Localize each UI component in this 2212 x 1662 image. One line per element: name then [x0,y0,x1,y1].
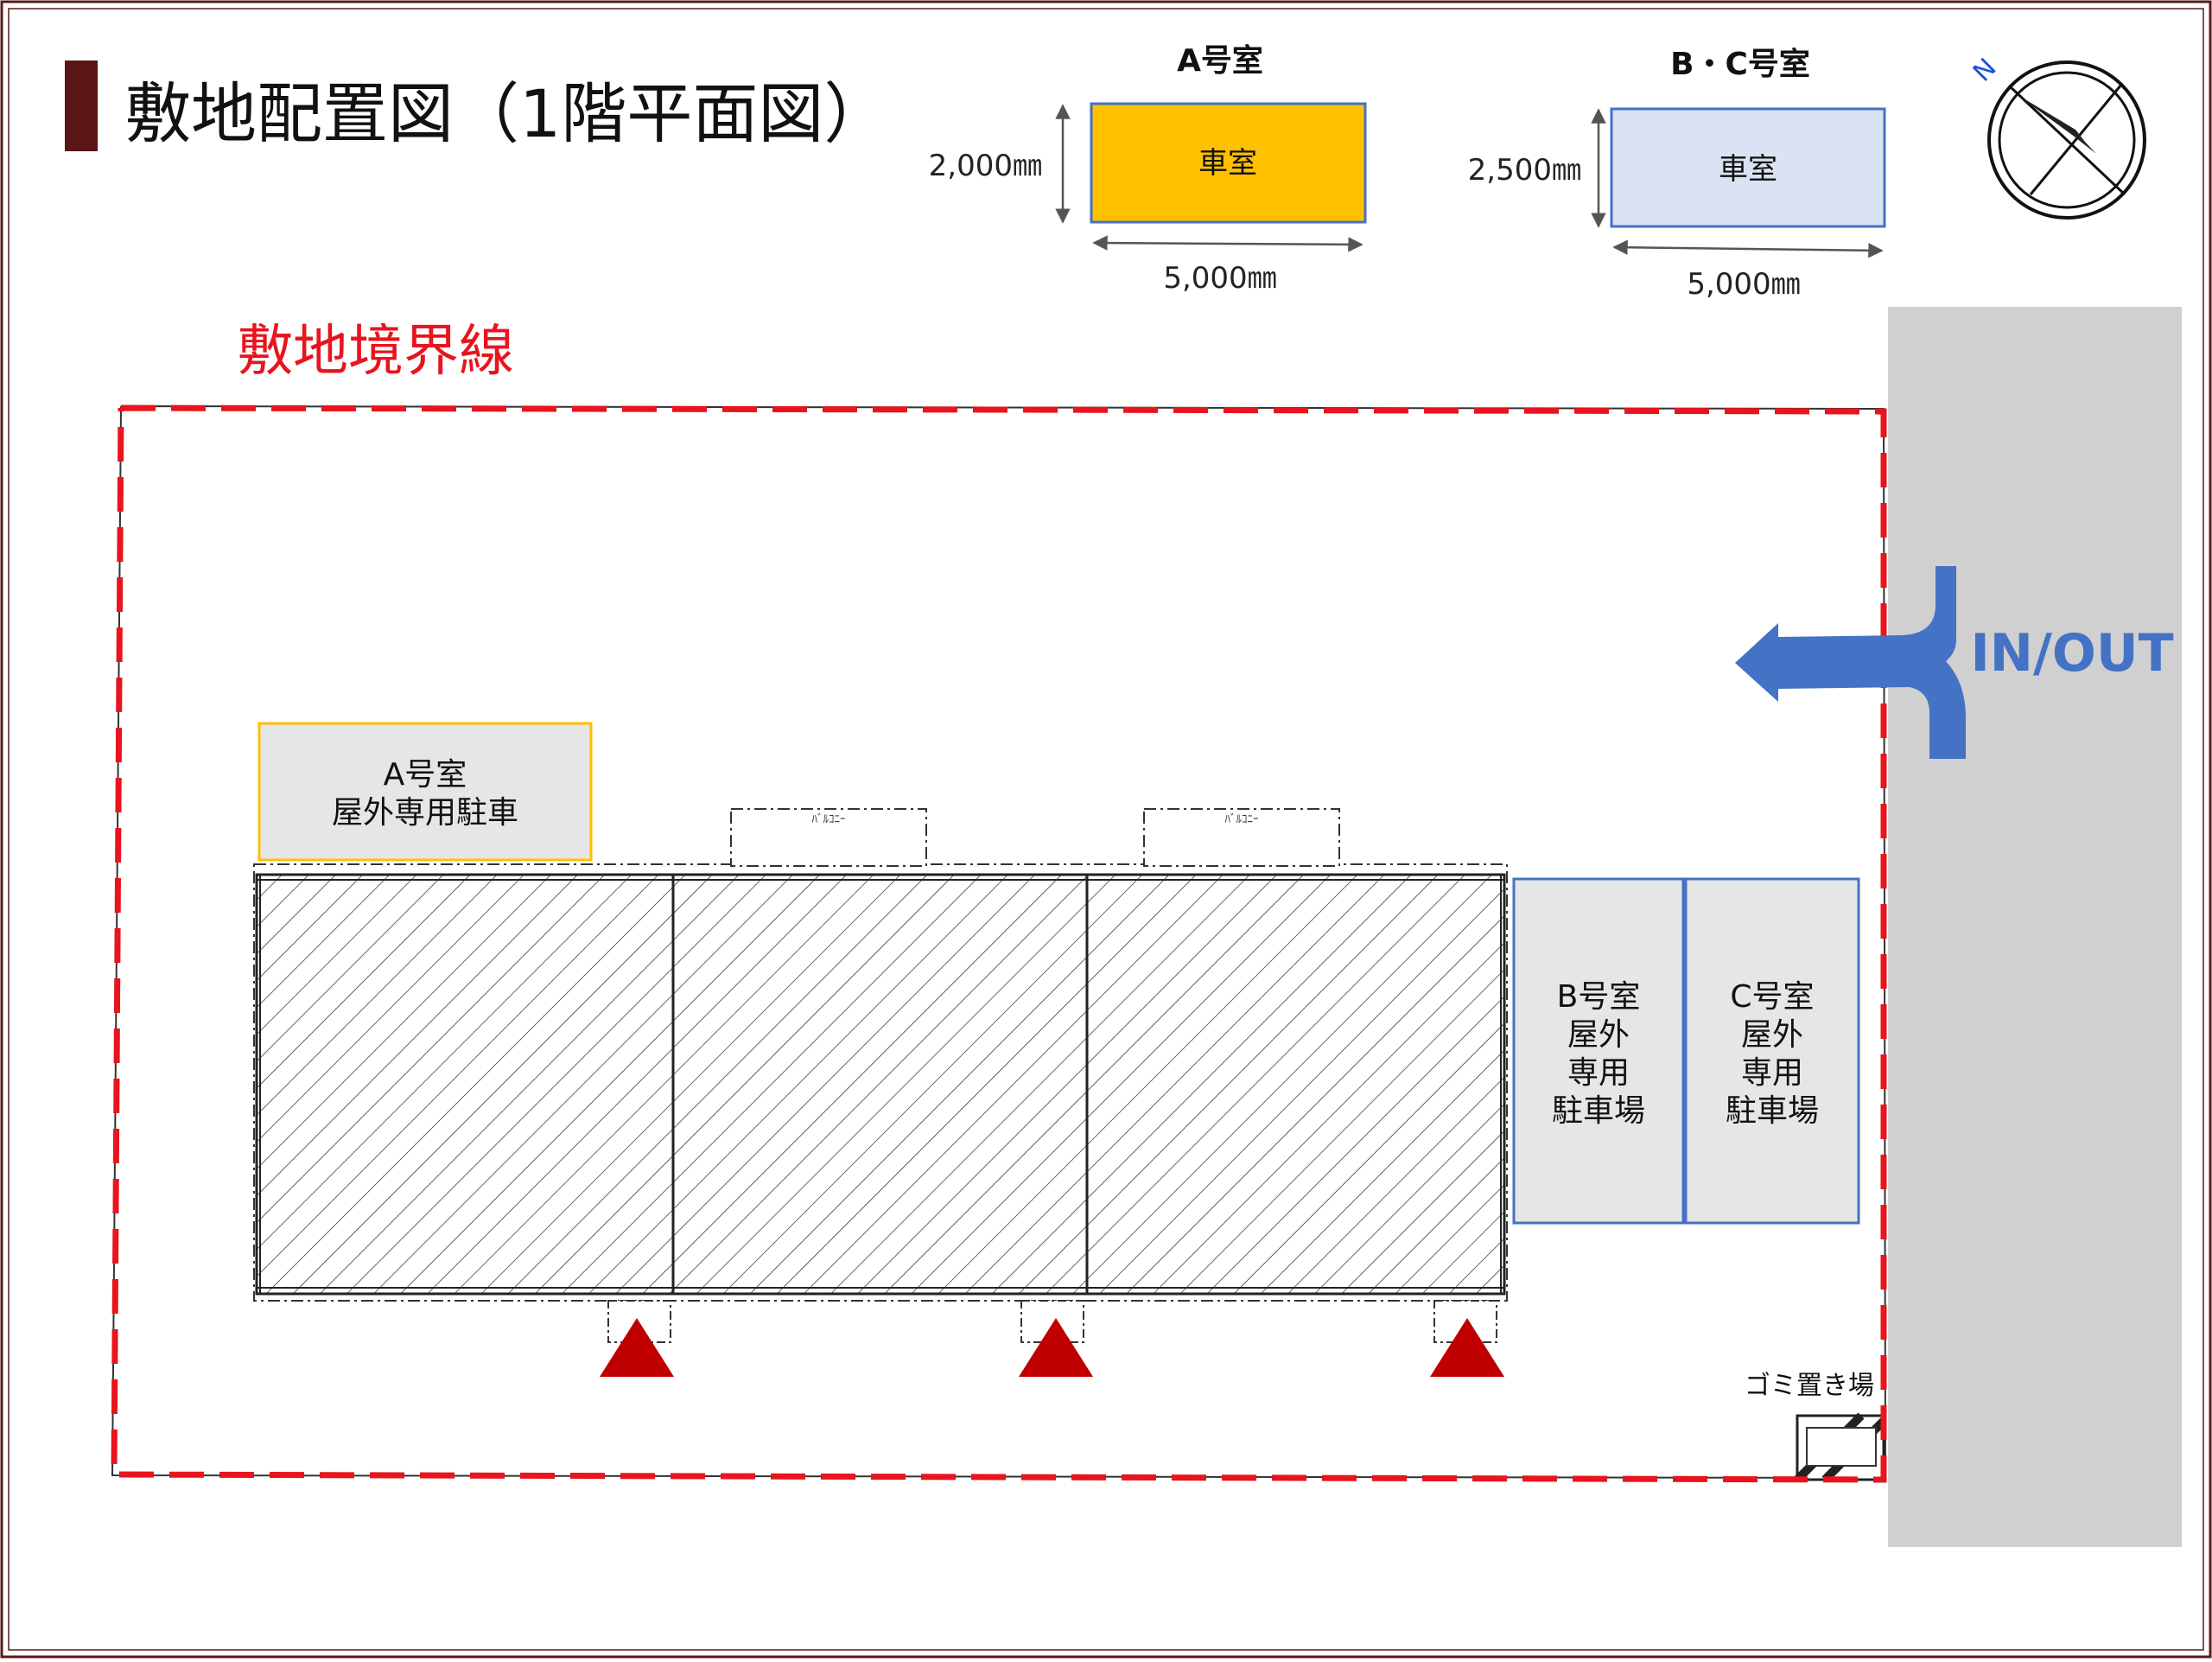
parking-b-line4: 駐車場 [1552,1093,1645,1129]
entrance-marker-b [1019,1318,1093,1377]
parking-b-box [1512,877,1685,1225]
legend-bc-heading: B・C号室 [1670,47,1810,82]
balcony-1-outline [730,808,927,867]
entrance-marker-c [1430,1318,1504,1377]
apartment-building [253,863,1508,1302]
legend-a-heading: A号室 [1177,43,1263,79]
title-accent-bar [65,60,98,151]
legend-a-room-box [1090,102,1367,224]
legend-bc-width-arrow [1612,239,1884,258]
legend-bc-height-dim: 2,500㎜ [1468,153,1581,188]
in-out-arrow: IN/OUT [1735,566,2174,759]
balcony-2-label: ﾊﾞﾙｺﾆｰ [1225,813,1259,826]
inner-frame [8,8,2204,1651]
compass-needle-north [2015,93,2085,142]
balcony-2-outline [1143,808,1340,867]
parking-a-line2: 屋外専用駐車 [332,795,518,831]
entrance-marker-a [600,1318,674,1377]
compass-cross-line-2 [2029,84,2123,195]
parking-b: B号室 屋外 専用 駐車場 [1512,877,1685,1225]
compass-inner-ring [1998,71,2136,209]
parking-c-line2: 屋外 [1741,1017,1803,1053]
parking-b-line3: 専用 [1567,1055,1630,1091]
legend-a-height-dim: 2,000㎜ [929,149,1042,183]
site-boundary-line [111,404,1887,1483]
compass-cross-line-1 [2007,84,2126,196]
road-strip [1888,307,2182,1547]
page-title: 敷地配置図（1階平面図） [125,75,889,152]
parking-c-line4: 駐車場 [1726,1093,1819,1129]
balcony-2: ﾊﾞﾙｺﾆｰ [1143,808,1340,867]
boundary-label: 敷地境界線 [238,320,514,384]
legend-a-width-dim: 5,000㎜ [1163,261,1276,296]
parking-c-line1: C号室 [1730,979,1814,1015]
legend-a-width-arrow [1092,235,1363,252]
balcony-1-label: ﾊﾞﾙｺﾆｰ [812,813,846,826]
parking-a: A号室 屋外専用駐車 [257,722,593,862]
compass-north-label: N [1967,53,2003,88]
garbage-box [1806,1427,1877,1467]
compass-needle-south [2072,135,2096,154]
parking-a-box [257,722,593,862]
parking-c: C号室 屋外 専用 駐車場 [1684,877,1860,1225]
parking-b-line2: 屋外 [1567,1017,1630,1053]
parking-a-line1: A号室 [384,757,467,793]
in-out-label: IN/OUT [1970,623,2173,684]
compass: N [1967,53,2146,220]
building-hatched-area [255,873,1506,1296]
legend-a-room-label: 車室 [1198,146,1257,181]
legend-bc-room-label: 車室 [1719,152,1777,187]
balcony-1: ﾊﾞﾙｺﾆｰ [730,808,927,867]
building-footprint-dashed [253,863,1508,1302]
legend-bc-width-dim: 5,000㎜ [1687,267,1800,302]
legend-bc-room-box [1610,107,1886,228]
parking-c-box [1684,877,1860,1225]
garbage-area: ゴミ置き場 [1745,1371,1887,1483]
in-out-arrow-shape [1735,566,1966,759]
parking-b-line1: B号室 [1557,979,1641,1015]
garbage-label: ゴミ置き場 [1745,1371,1874,1401]
parking-c-line3: 専用 [1741,1055,1803,1091]
